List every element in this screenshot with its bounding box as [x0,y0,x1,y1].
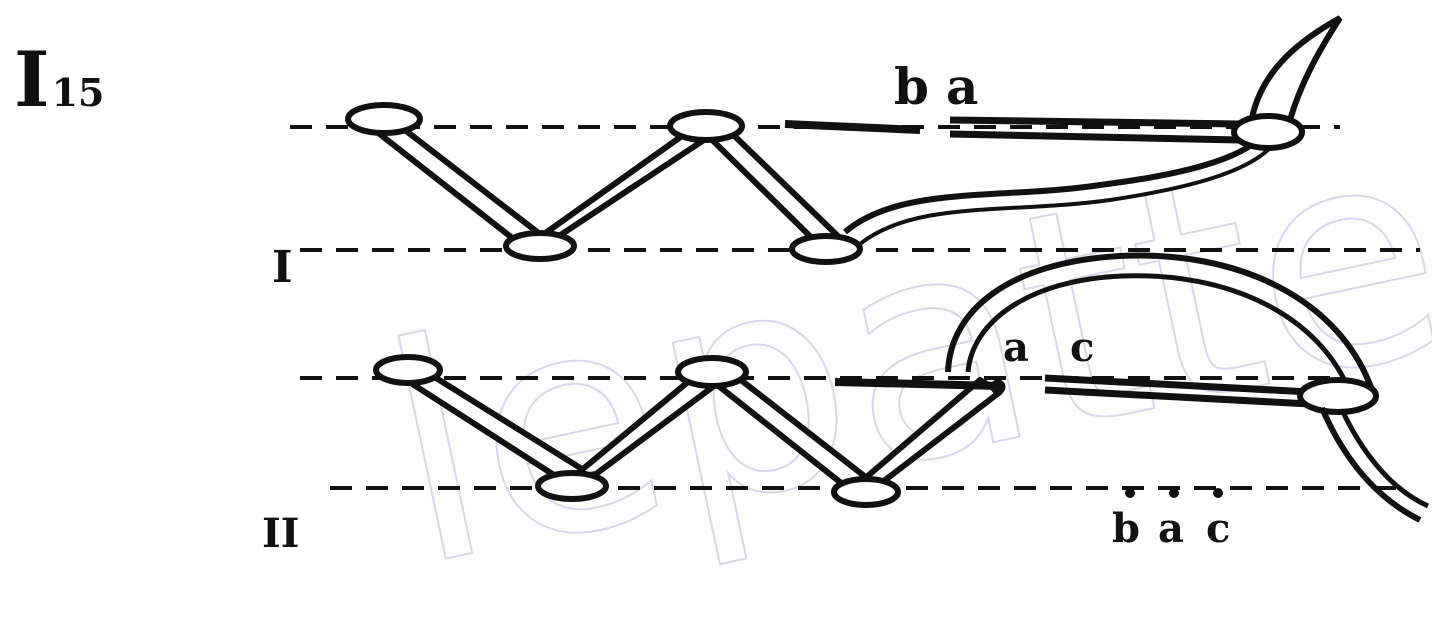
marker-a [1169,488,1179,498]
row2-needle-thread [834,252,1430,523]
row2-stitch-4 [853,377,1003,489]
row1-thread [843,133,1265,235]
row2-bottom-point-b: b [1112,505,1140,552]
row1-knot-3 [667,109,745,143]
row2-thread-loop-outer [945,252,1375,392]
row1-needle-shaft-left [784,120,921,134]
row2-knot-2 [535,470,609,502]
row2-needle-eye [1297,377,1379,415]
row2-stitch-3 [703,367,875,493]
row2-needle-point [990,379,1006,395]
row1-point-a: a [946,57,979,116]
row-label-2: II [262,510,300,557]
row2-point-markers [1125,488,1223,498]
row2-knot-1 [373,354,443,386]
embroidery-stitch-diagram: lepatterns [14,0,1432,634]
row1-stitch-1 [369,117,548,251]
row2-bottom-point-a: a [1158,505,1184,552]
row1-point-b: b [894,57,929,116]
row2-stitches [373,354,1003,508]
row1-needle-shaft-right-lower [949,130,1241,144]
marker-b [1125,488,1135,498]
row1-knot-1 [345,102,423,136]
row2-point-a: a [1003,324,1029,371]
stitch-drawing [290,15,1430,523]
row2-knot-4 [831,476,901,508]
row1-needle-eye [1231,113,1305,151]
row2-bottom-point-c: c [1206,505,1231,552]
row2-needle-shaft-right [1044,374,1311,396]
row1-knot-2 [503,230,577,262]
row2-point-c: c [1070,324,1095,371]
row2-thread-tail [1319,406,1422,523]
figure-sub-label: 15 [51,70,105,115]
row1-stitch-2 [527,123,719,247]
row2-needle-shaft-right-lower [1044,386,1311,408]
row2-thread-loop-inner [965,273,1353,393]
row1-thread-tail [1249,15,1343,121]
figure-number: I15 [14,42,104,118]
row1-needle-thread [784,15,1343,246]
marker-c [1213,488,1223,498]
row-label-1: I [272,242,293,293]
row1-thread-inner [858,144,1274,246]
figure-main-label: I [14,35,50,124]
row2-knot-3 [675,355,749,389]
row2-needle-shaft-left [834,378,1001,390]
row1-needle-shaft-right [949,116,1241,128]
row1-stitches [345,102,863,265]
row2-thread-tail-inner [1339,408,1430,509]
row1-knot-4 [789,233,863,265]
row2-stitch-1 [397,365,593,487]
